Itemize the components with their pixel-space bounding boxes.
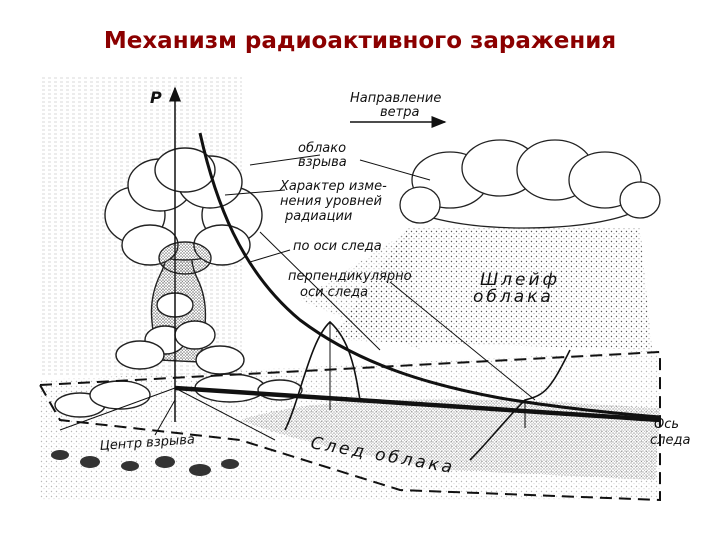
trace-boundary xyxy=(38,350,661,502)
label-axis-p: P xyxy=(150,88,162,107)
label-perp-2: оси следа xyxy=(300,285,368,300)
label-cloud-2: взрыва xyxy=(298,155,347,170)
label-center: Центр взрыва xyxy=(99,432,195,454)
label-perp-1: перпендикулярно xyxy=(288,269,412,284)
radiation-curve-axis xyxy=(198,132,661,419)
label-plume-2: облака xyxy=(473,287,554,307)
label-along-axis: по оси следа xyxy=(293,239,382,254)
drifting-cloud xyxy=(399,139,661,229)
trace-axis-line xyxy=(174,385,661,423)
guide-lines xyxy=(59,231,536,441)
leader-lines xyxy=(154,154,431,436)
slide-title: Механизм радиоактивного заражения xyxy=(103,28,617,54)
label-trace-axis-1: Ось xyxy=(654,417,679,432)
trace-fill xyxy=(240,399,660,480)
ground-scrub xyxy=(51,450,239,476)
label-plume-1: Шлейф xyxy=(480,270,560,290)
label-radiation-3: радиации xyxy=(284,209,352,224)
label-trace-axis-2: следа xyxy=(650,433,690,448)
label-cloud-1: облако xyxy=(298,141,346,156)
label-wind-1: Направление xyxy=(350,91,441,106)
label-radiation-1: Характер изме- xyxy=(279,179,387,194)
label-radiation-2: нения уровней xyxy=(280,194,382,209)
label-wind-2: ветра xyxy=(380,105,419,120)
fallout-plume-left xyxy=(300,230,420,350)
